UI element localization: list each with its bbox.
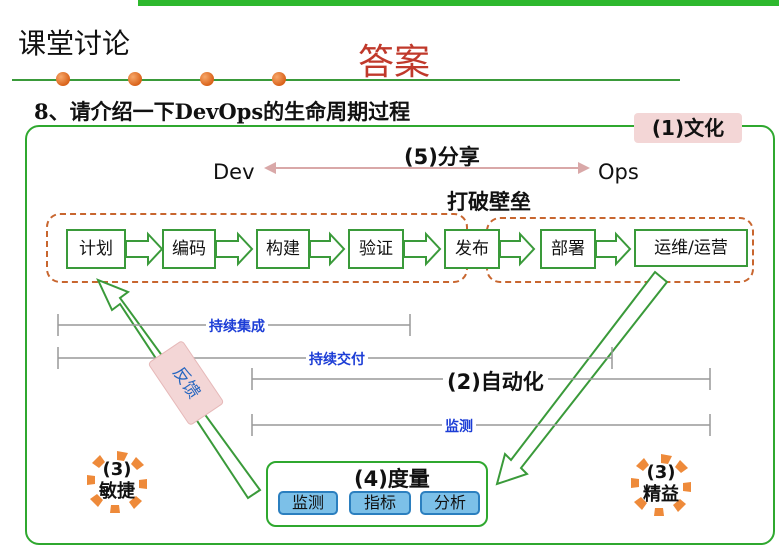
course-title: 课堂讨论: [18, 27, 131, 60]
flow-arrow: [499, 231, 536, 267]
lean-cycle: (3) 精益: [628, 452, 694, 518]
step-release: 发布: [444, 229, 500, 269]
step-build: 构建: [256, 229, 310, 269]
measure-metric-pill: 指标: [349, 491, 411, 515]
cycle-arrows-icon: [87, 451, 147, 513]
answer-title: 答案: [358, 42, 431, 83]
step-operate: 运维/运营: [634, 229, 748, 267]
agile-label: 敏捷: [99, 481, 135, 502]
ops-to-measure-arrow: [495, 270, 669, 486]
flow-arrow: [403, 231, 442, 267]
bullet-dot: [200, 72, 214, 86]
bullet-dot: [272, 72, 286, 86]
lean-num: (3): [646, 462, 676, 483]
dev-ops-double-arrow: [264, 162, 590, 174]
bullet-dot: [128, 72, 142, 86]
agile-num: (3): [102, 459, 132, 480]
step-deploy: 部署: [540, 229, 596, 269]
cycle-arrows-icon: [631, 454, 691, 516]
measure-analysis-pill: 分析: [420, 491, 480, 515]
barrier-label: 打破壁垒: [447, 190, 531, 214]
cd-label: 持续交付: [306, 349, 368, 369]
lean-label: 精益: [643, 484, 679, 505]
header-divider: [12, 79, 680, 81]
measure-monitor-pill: 监测: [278, 491, 338, 515]
automation-label: (2)自动化: [443, 366, 548, 396]
share-label: (5)分享: [404, 145, 480, 169]
culture-label: (1)文化: [634, 113, 742, 143]
step-code: 编码: [162, 229, 216, 269]
question-text: 8、请介绍一下DevOps的生命周期过程: [34, 99, 411, 124]
flow-arrow: [215, 231, 254, 267]
culture-frame: [25, 125, 775, 545]
flow-arrow: [309, 231, 346, 267]
flow-arrow: [125, 231, 164, 267]
bullet-dot: [56, 72, 70, 86]
step-verify: 验证: [348, 229, 404, 269]
monitor-range-label: 监测: [442, 416, 476, 436]
step-plan: 计划: [66, 229, 126, 269]
measure-title: (4)度量: [354, 467, 430, 491]
top-green-bar: [138, 0, 779, 6]
dev-label: Dev: [213, 160, 255, 184]
agile-cycle: (3) 敏捷: [84, 449, 150, 515]
ops-label: Ops: [598, 160, 639, 184]
feedback-label: 反馈: [168, 363, 204, 403]
ci-label: 持续集成: [206, 316, 268, 336]
flow-arrow: [595, 231, 632, 267]
